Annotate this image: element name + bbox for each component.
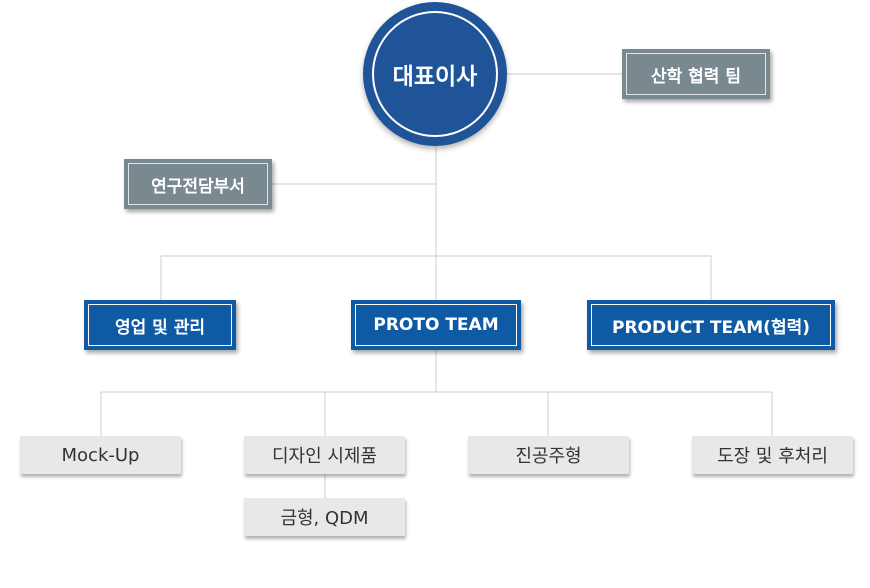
research-dept-label: 연구전담부서 [128, 163, 268, 205]
research-dept-node: 연구전담부서 [124, 159, 272, 209]
design-prototype-node: 디자인 시제품 [244, 436, 405, 474]
proto-team-label: PROTO TEAM [355, 304, 517, 346]
proto-team-node: PROTO TEAM [351, 300, 521, 350]
product-team-label: PRODUCT TEAM(협력) [591, 304, 831, 346]
vacuum-casting-node: 진공주형 [468, 436, 629, 474]
mockup-node: Mock-Up [20, 436, 181, 474]
ceo-node: 대표이사 [363, 2, 507, 146]
industry-team-node: 산학 협력 팀 [622, 49, 770, 99]
sales-team-label: 영업 및 관리 [88, 304, 232, 346]
sales-team-node: 영업 및 관리 [84, 300, 236, 350]
painting-node: 도장 및 후처리 [692, 436, 853, 474]
mold-qdm-node: 금형, QDM [244, 498, 405, 536]
industry-team-label: 산학 협력 팀 [626, 53, 766, 95]
ceo-label: 대표이사 [372, 11, 498, 137]
product-team-node: PRODUCT TEAM(협력) [587, 300, 835, 350]
